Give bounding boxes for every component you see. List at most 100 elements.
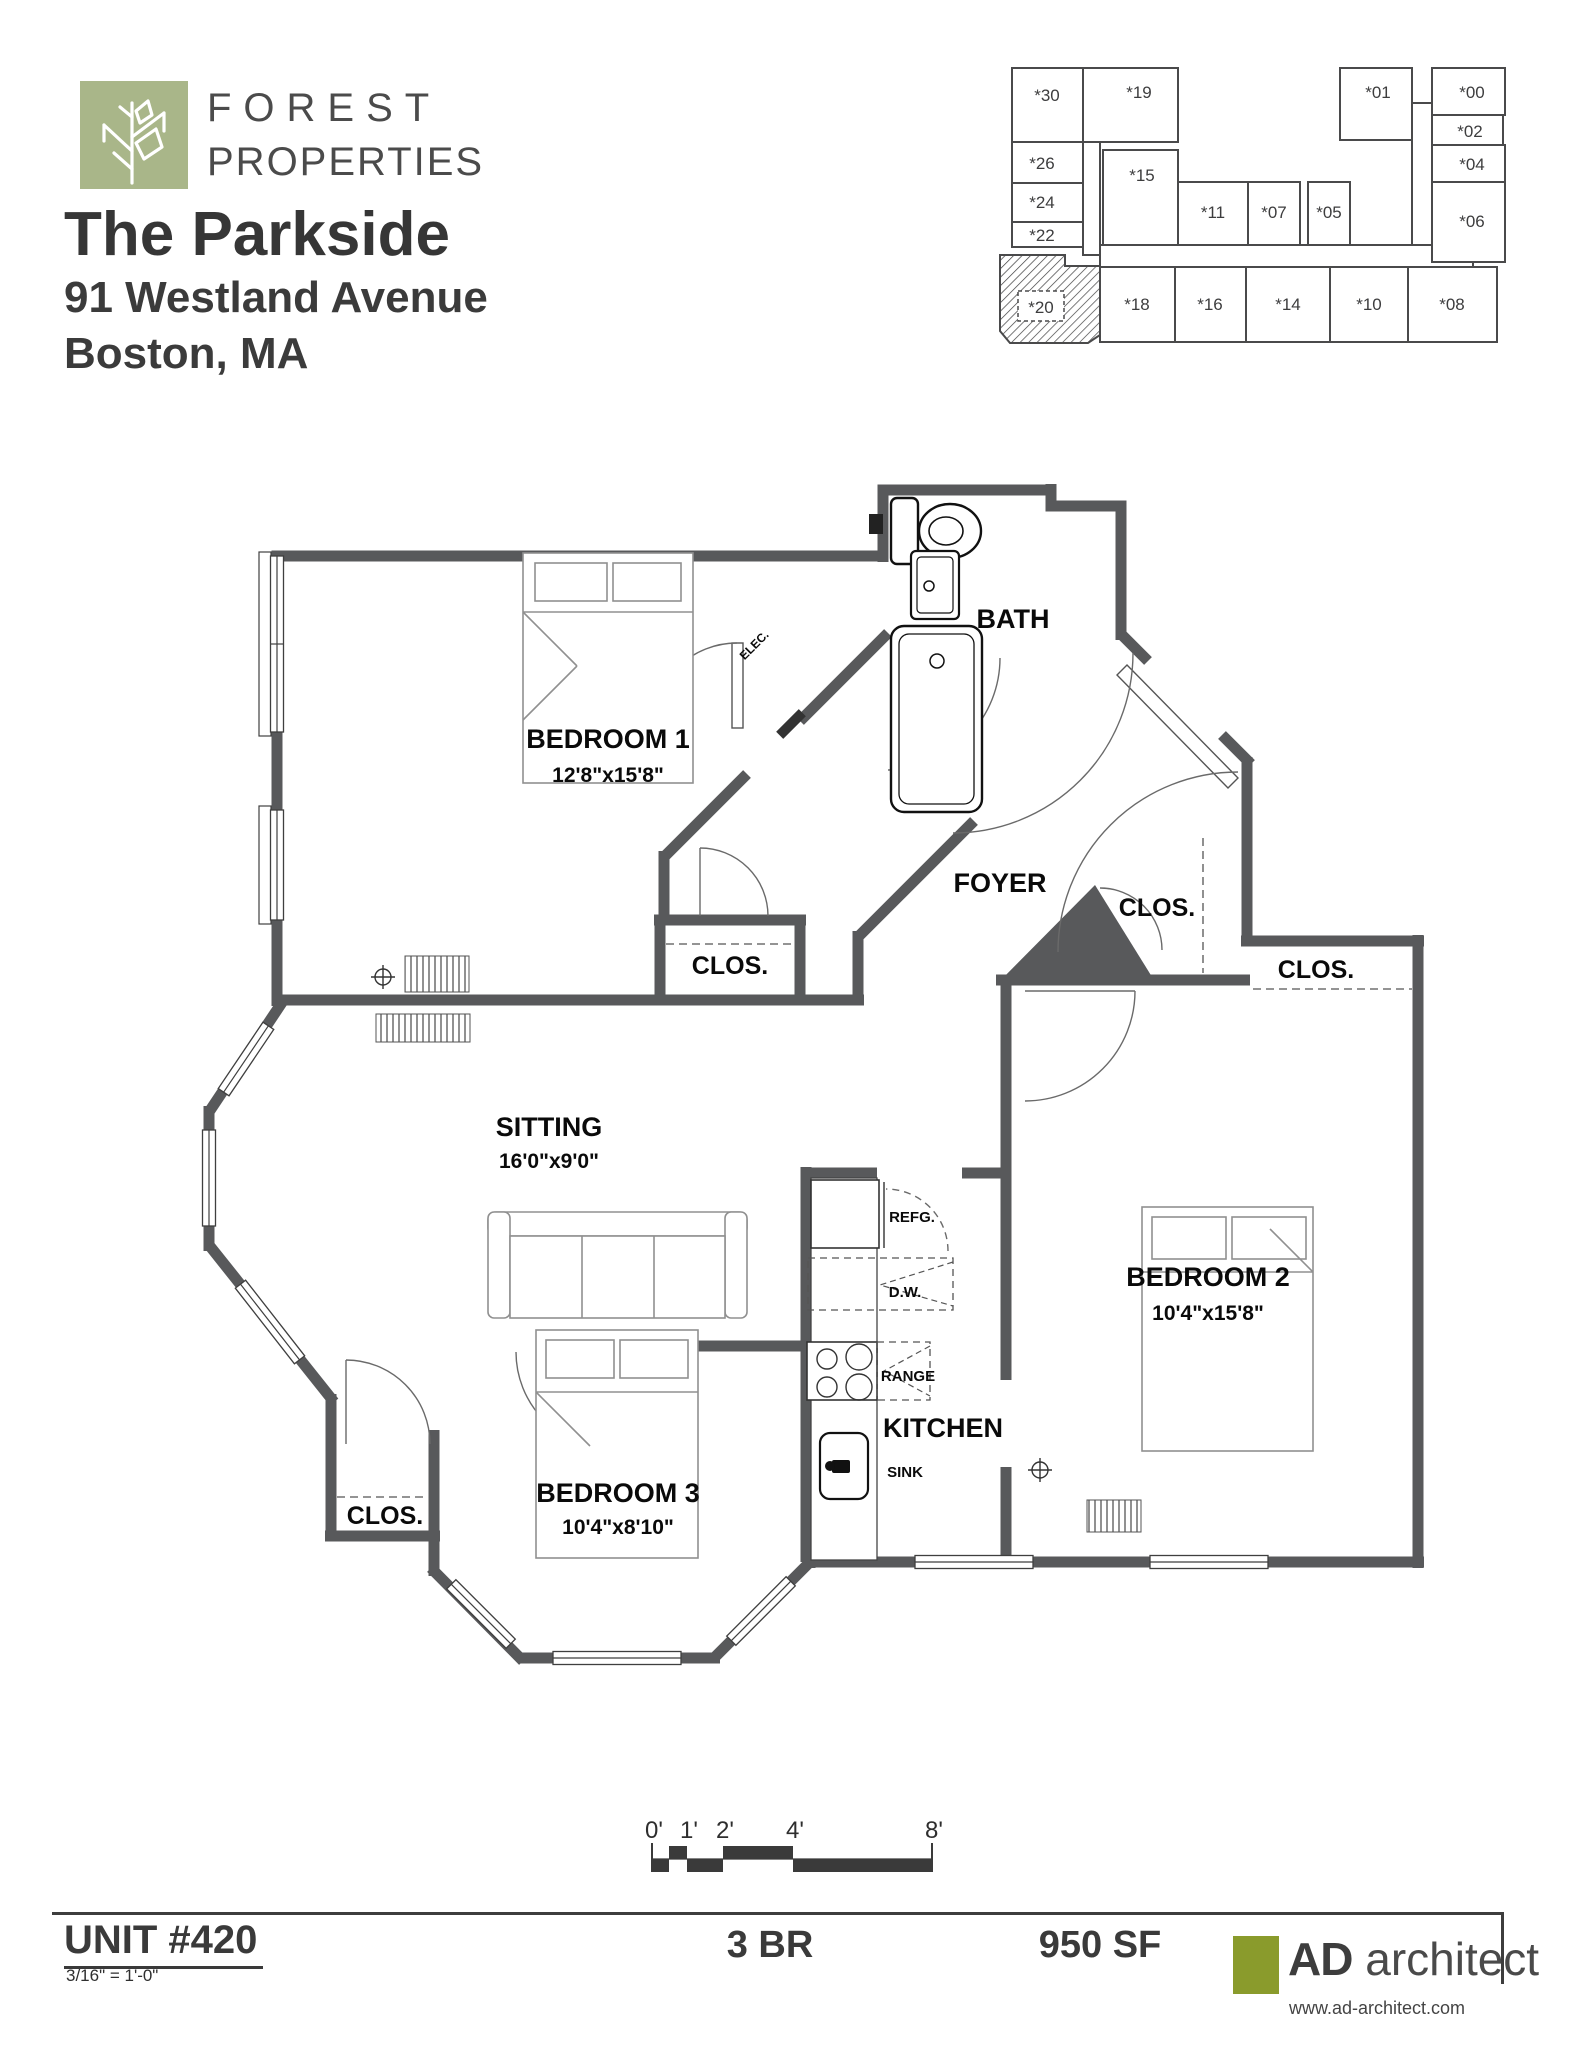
range [806, 1341, 878, 1401]
drawing-scale: 3/16" = 1'-0" [66, 1966, 159, 1985]
entry-door-arc [1057, 771, 1239, 953]
keyplan-unit-26 [1011, 141, 1084, 184]
property-name: The Parkside [64, 200, 450, 269]
label-sink: SINK [887, 1464, 923, 1481]
bathtub-inner [898, 633, 975, 805]
windows [201, 551, 1269, 1666]
keyplan-unit-00 [1431, 67, 1506, 116]
bath-sink-vanity [909, 549, 961, 621]
keyplan-label-26: *26 [1029, 154, 1055, 173]
keyplan-label-20: *20 [1028, 298, 1054, 317]
tub-drain [929, 653, 945, 669]
door-arc-closet1 [699, 847, 769, 917]
keyplan-label-00: *00 [1459, 83, 1485, 102]
furniture [487, 552, 1314, 1559]
door-arc-foyer-closet [1099, 887, 1163, 951]
bath-fixtures [869, 496, 984, 814]
door-arc-bedroom2 [1024, 990, 1136, 1102]
refrigerator [810, 1179, 880, 1249]
room-label-closet-foyer: CLOS. [1119, 894, 1195, 922]
unit-floor-plan: BEDROOM 1 12'8"x15'8" BATH FOYER CLOS. C… [201, 484, 1424, 1666]
keyplan-label-11: *11 [1201, 203, 1225, 222]
keyplan-unit-18 [1099, 266, 1176, 343]
keyplan-unit-06 [1431, 181, 1506, 263]
footer-rule-end [1501, 1912, 1504, 1984]
room-dims-bedroom2: 10'4"x15'8" [1152, 1302, 1264, 1325]
sofa-back [487, 1211, 748, 1237]
door-leaf-bedroom1 [731, 642, 744, 729]
room-label-closet1: CLOS. [692, 952, 768, 980]
entry-door-leaf [1116, 664, 1239, 789]
room-label-bedroom3: BEDROOM 3 [536, 1478, 700, 1508]
sofa-arm [724, 1211, 748, 1319]
keyplan-label-14: *14 [1275, 295, 1301, 314]
kitchen-fixtures [806, 1177, 954, 1561]
dishwasher [807, 1257, 954, 1311]
keyplan-unit-14 [1245, 266, 1331, 343]
square-footage: 950 SF [1038, 1924, 1162, 1966]
keyplan-unit-22 [1011, 221, 1084, 248]
window-sill [258, 805, 272, 925]
keyplan-label-15: *15 [1129, 166, 1155, 185]
bathtub [889, 624, 984, 814]
room-dims-bedroom1: 12'8"x15'8" [552, 764, 664, 787]
keyplan-unit-05 [1307, 181, 1351, 246]
keyplan-corridor [1099, 244, 1474, 268]
room-label-closet-bedroom2: CLOS. [1278, 956, 1354, 984]
scale-bar: 0' 1' 2' 4' 8' [645, 1817, 943, 1872]
elec-panel [776, 709, 806, 739]
label-refrigerator: REFG. [889, 1209, 935, 1226]
keyplan-unit-08 [1407, 266, 1498, 343]
keyplan-label-10: *10 [1356, 295, 1382, 314]
keyplan-corridor [1082, 141, 1101, 256]
keyplan-unit-15 [1102, 149, 1179, 246]
keyplan-label-24: *24 [1029, 193, 1055, 212]
label-dishwasher: D.W. [889, 1284, 922, 1301]
plumbing-chase [869, 514, 883, 534]
faucet-icon [832, 1460, 850, 1473]
keyplan-label-04: *04 [1459, 155, 1485, 174]
sofa-seat [509, 1235, 726, 1319]
keyplan-label-18: *18 [1124, 295, 1150, 314]
footer-rule [52, 1912, 1503, 1915]
ad-architect-logo-icon [1233, 1936, 1279, 1994]
label-range: RANGE [881, 1368, 935, 1385]
room-label-bath: BATH [977, 604, 1050, 634]
scale-tick-4: 4' [786, 1817, 804, 1844]
keyplan-label-07: *07 [1261, 203, 1287, 222]
keyplan-unit-02 [1431, 114, 1504, 146]
keyplan-label-06: *06 [1459, 212, 1485, 231]
keyplan-unit-19 [1082, 67, 1179, 143]
room-dims-sitting: 16'0"x9'0" [499, 1150, 599, 1173]
architect-brand-light: architect [1365, 1933, 1540, 1985]
bath-sink-inner [916, 556, 954, 614]
scale-tick-2: 2' [716, 1817, 734, 1844]
fridge-door-arc [885, 1188, 949, 1252]
unit-number: UNIT #420 [64, 1918, 264, 1969]
brand-line-2: PROPERTIES [207, 140, 485, 184]
keyplan-label-01: *01 [1365, 83, 1391, 102]
brand-line-1: FOREST [207, 86, 442, 130]
thermostat-symbol [371, 965, 395, 989]
room-label-bedroom2: BEDROOM 2 [1126, 1262, 1290, 1292]
keyplan-corridor [1411, 102, 1433, 246]
architect-url: www.ad-architect.com [1289, 1998, 1466, 2018]
sofa-arm [487, 1211, 511, 1319]
building-key-plan: *30 *19 *26 *24 *22 *15 *11 *07 *05 *01 … [999, 67, 1506, 344]
keyplan-unit-04 [1431, 144, 1506, 183]
keyplan-unit-30 [1011, 67, 1084, 143]
scale-tick-8: 8' [925, 1817, 943, 1844]
doors [345, 642, 1239, 1450]
entry-door-arc [952, 652, 1134, 834]
room-label-foyer: FOYER [953, 868, 1046, 898]
architect-brand-bold: AD [1288, 1933, 1353, 1985]
door-arc-closet3 [345, 1359, 431, 1445]
scale-tick-0: 0' [645, 1817, 663, 1844]
keyplan-label-02: *02 [1457, 122, 1483, 141]
room-label-bedroom1: BEDROOM 1 [526, 724, 690, 754]
keyplan-label-22: *22 [1029, 226, 1055, 245]
keyplan-label-30: *30 [1034, 86, 1060, 105]
keyplan-unit-01 [1339, 67, 1413, 141]
bedroom-count: 3 BR [726, 1924, 814, 1966]
